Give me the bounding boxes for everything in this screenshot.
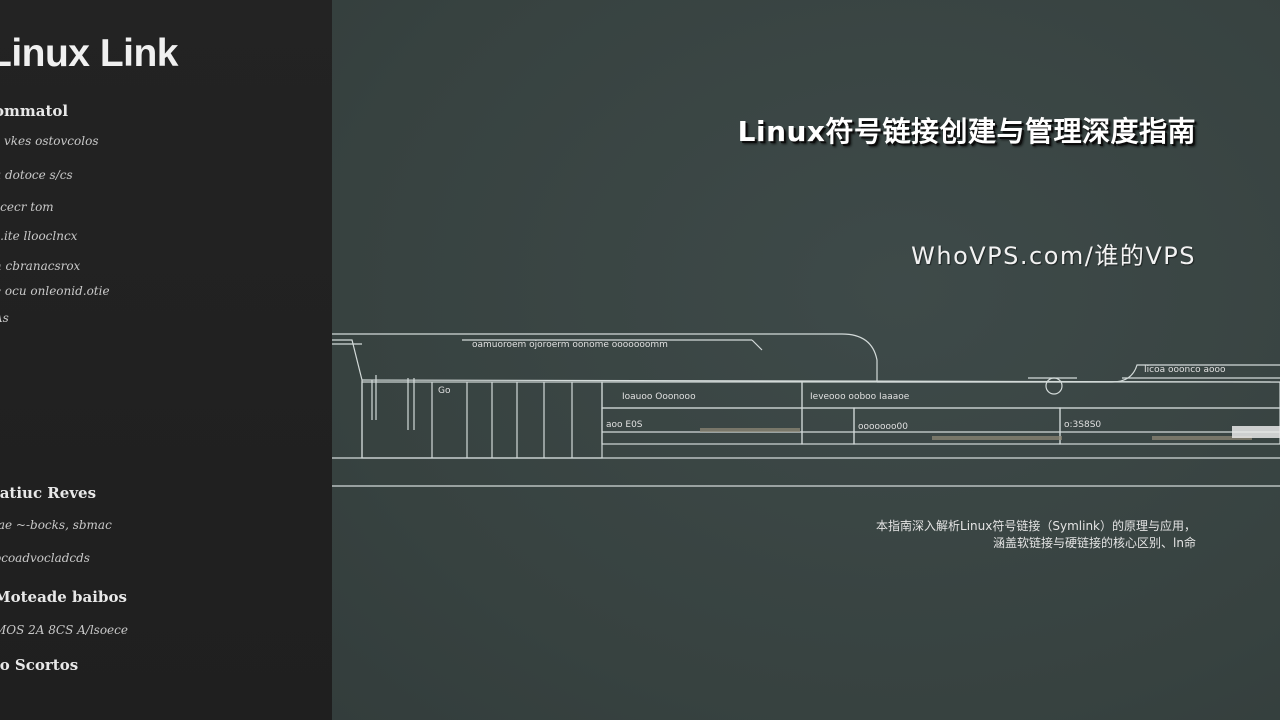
blueprint-label: ooooooo00 — [858, 422, 908, 432]
blueprint-label: Go — [438, 386, 451, 396]
sidebar-item: ocoadvocladcds — [0, 551, 90, 565]
blueprint-label: aoo E0S — [606, 420, 643, 430]
sidebar-title: Linux Link — [0, 32, 179, 75]
sidebar-item: MOS 2A 8CS A/lsoece — [0, 623, 128, 637]
hero-title: Linux符号链接创建与管理深度指南 — [737, 115, 1196, 148]
blueprint-label: Iicoa ooonco aooo — [1144, 365, 1226, 375]
hero-area: Linux符号链接创建与管理深度指南 WhoVPS.com/谁的VPS — [332, 0, 1280, 720]
blueprint-label: oamuoroem ojoroerm oonome ooooooomm — [472, 340, 668, 350]
sidebar-heading: lo Scortos — [0, 656, 79, 674]
blueprint-label: Ieveooo ooboo Iaaaoe — [810, 392, 910, 402]
sidebar-item: s.ite llooclncx — [0, 229, 78, 243]
sidebar-heading: latiuc Reves — [0, 484, 97, 502]
hero-description-line: 本指南深入解析Linux符号链接（Symlink）的原理与应用， — [876, 519, 1196, 533]
sidebar-item: a dotoce s/cs — [0, 168, 73, 182]
sidebar-item: s vkes ostovcolos — [0, 134, 99, 148]
sidebar-heading: ommatol — [0, 102, 69, 120]
hero-site-name: WhoVPS.com/谁的VPS — [911, 242, 1196, 270]
blueprint-label: Ioauoo Ooonooo — [622, 392, 696, 402]
blueprint-illustration: oamuoroem ojoroerm oonome ooooooomm Iico… — [332, 333, 1280, 487]
sidebar-item: As — [0, 311, 9, 325]
sidebar-item: lae ~-bocks, sbmac — [0, 518, 112, 532]
blueprint-label: o:3S8S0 — [1064, 420, 1101, 430]
sidebar-item: h cbranacsrox — [0, 259, 81, 273]
hero-description: 本指南深入解析Linux符号链接（Symlink）的原理与应用， 涵盖软链接与硬… — [876, 518, 1196, 552]
sidebar-heading: Moteade baibos — [0, 588, 127, 606]
sidebar-panel: Linux Link ommatol s vkes ostovcolos a d… — [0, 0, 332, 720]
sidebar-item: e ocu onleonid.otie — [0, 284, 110, 298]
hero-description-line: 涵盖软链接与硬链接的核心区别、ln命 — [993, 536, 1196, 550]
